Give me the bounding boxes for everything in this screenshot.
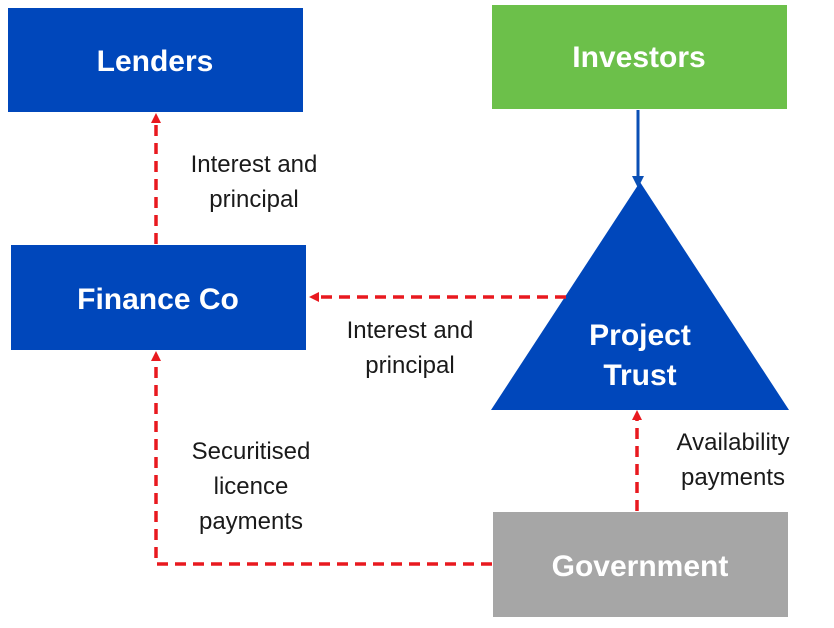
label-finance-to-lenders-line1: Interest and [191,151,318,178]
label-government-to-trust-line1: Availability [677,429,790,456]
label-government-to-finance-line3: payments [199,508,303,535]
node-lenders: Lenders [8,8,303,112]
investors-label: Investors [572,41,705,74]
node-investors: Investors [492,5,787,109]
arrow-government-to-finance [151,351,492,566]
label-government-to-trust-line2: payments [681,464,785,491]
label-finance-to-lenders-line2: principal [209,186,298,213]
finance-co-box [11,245,306,350]
label-trust-to-finance-line1: Interest and [347,317,474,344]
investors-box [492,5,787,109]
node-finance-co: Finance Co [11,245,306,350]
government-label: Government [552,550,729,583]
label-trust-to-finance: Interest and principal [347,317,474,379]
label-government-to-finance-line1: Securitised [192,438,311,465]
label-government-to-trust: Availability payments [677,429,790,491]
lenders-label: Lenders [97,45,214,78]
label-trust-to-finance-line2: principal [365,352,454,379]
project-trust-label-line2: Trust [603,359,676,392]
lenders-box [8,8,303,112]
node-government: Government [493,512,788,617]
node-project-trust: Project Trust [491,182,789,410]
label-finance-to-lenders: Interest and principal [191,151,318,213]
project-trust-label-line1: Project [589,319,691,352]
label-government-to-finance-line2: licence [214,473,289,500]
finance-co-label: Finance Co [77,283,239,316]
label-government-to-finance: Securitised licence payments [192,438,311,535]
project-trust-triangle [491,182,789,410]
government-box [493,512,788,617]
